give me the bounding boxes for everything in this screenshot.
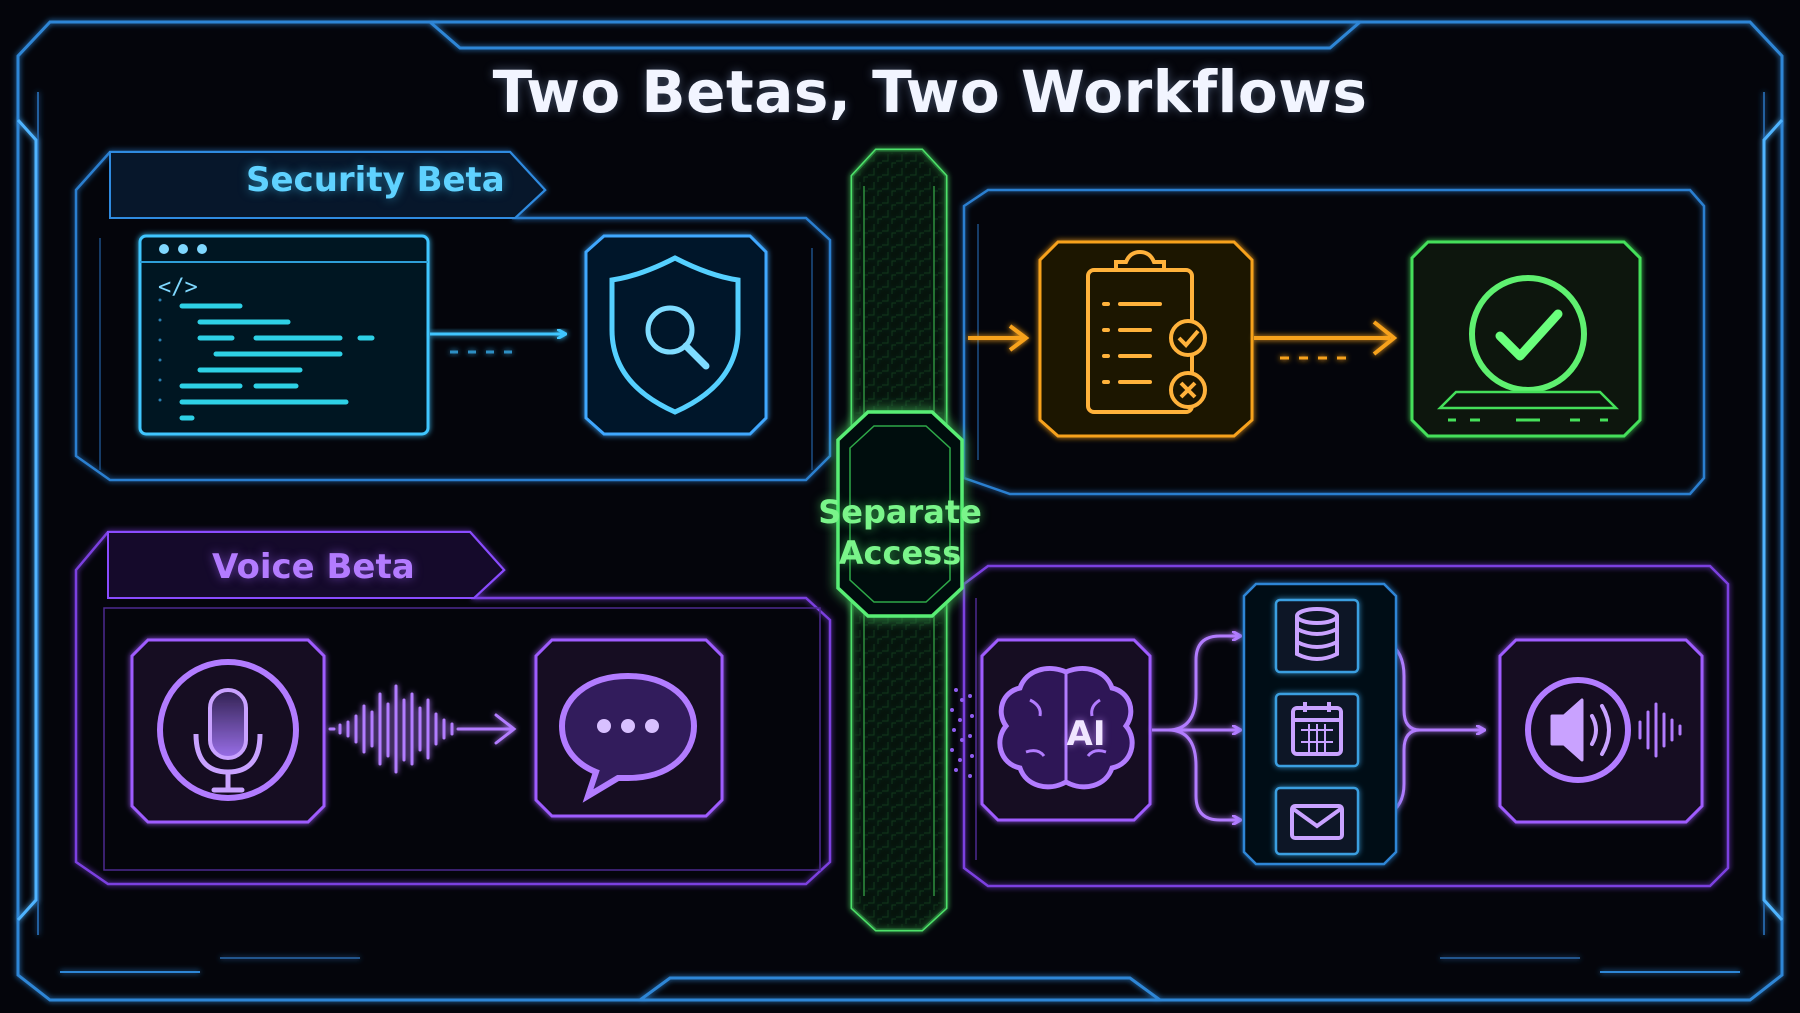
separate-access-band xyxy=(836,148,964,932)
separate-access-label: Separate Access xyxy=(808,492,992,574)
chat-bubble-icon xyxy=(534,638,724,818)
voice-beta-title: Voice Beta xyxy=(212,547,415,587)
clipboard-checklist-icon xyxy=(1038,240,1254,438)
security-panel-right xyxy=(962,188,1706,496)
arrow-code-to-shield xyxy=(430,334,565,354)
mail-icon xyxy=(1274,786,1360,856)
ai-label: AI xyxy=(1066,714,1106,754)
arrow-band-to-clipboard xyxy=(968,324,1030,352)
code-glyph: </> xyxy=(158,275,198,300)
security-panel-left xyxy=(74,150,832,482)
database-icon xyxy=(1274,598,1360,674)
microphone-icon xyxy=(130,638,326,824)
data-stream-into-ai xyxy=(950,688,974,778)
code-editor-icon xyxy=(138,234,430,436)
voice-panel-right xyxy=(962,564,1730,888)
calendar-icon xyxy=(1274,692,1360,768)
page-title: Two Betas, Two Workflows xyxy=(492,58,1368,126)
outer-frame xyxy=(16,20,1784,1002)
shield-search-icon xyxy=(584,234,768,436)
ai-brain-icon xyxy=(980,638,1152,822)
arrow-clipboard-to-check xyxy=(1254,320,1398,360)
speaker-icon xyxy=(1498,638,1704,824)
voice-panel-left xyxy=(74,530,832,886)
separate-access-line1: Separate xyxy=(818,493,982,531)
checkmark-laptop-icon xyxy=(1410,240,1642,438)
sound-wave-arrow xyxy=(328,684,517,774)
security-beta-title: Security Beta xyxy=(246,160,505,200)
separate-access-line2: Access xyxy=(838,534,962,572)
